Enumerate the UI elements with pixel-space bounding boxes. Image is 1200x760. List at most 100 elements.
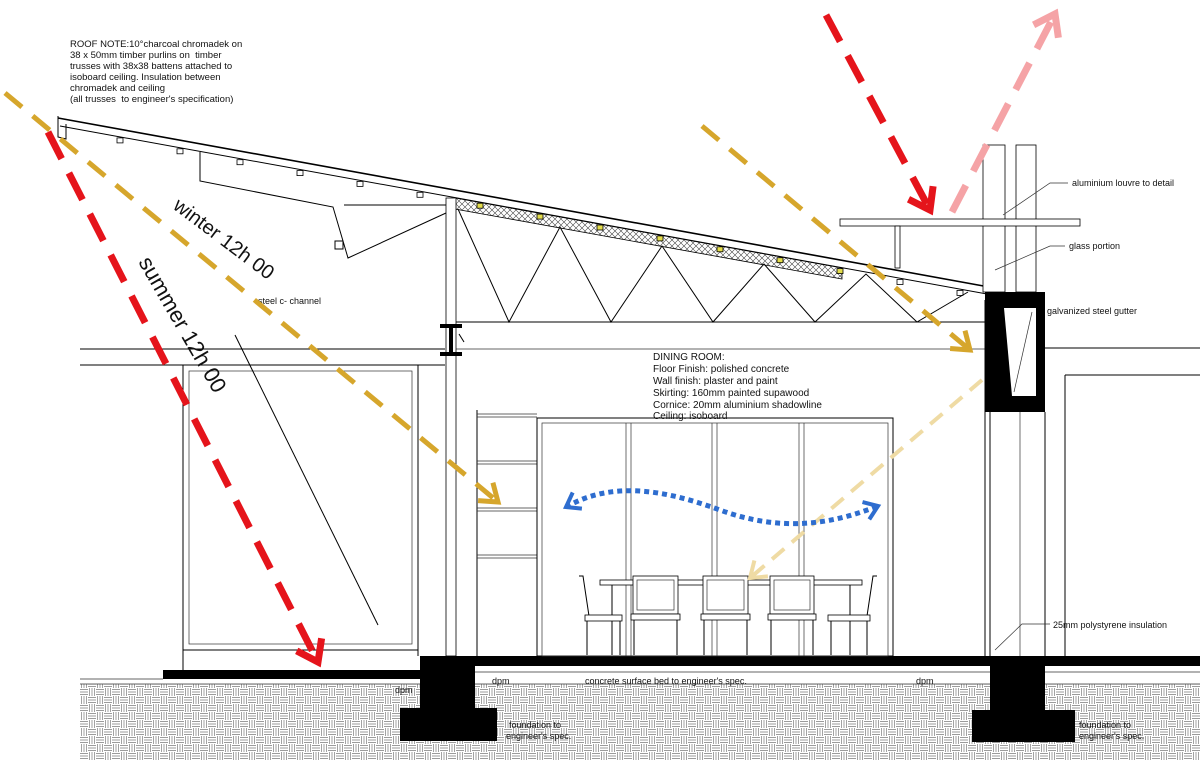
steel-column — [440, 197, 465, 657]
roof-note-line: trusses with 38x38 battens attached to — [70, 61, 232, 72]
insulation-leader — [994, 623, 1050, 651]
ground-and-foundations — [80, 656, 1200, 760]
chair-front — [630, 575, 681, 655]
foundation-labels: foundation to engineer's spec. foundatio… — [506, 720, 1144, 741]
roof-note-line: chromadek and ceiling — [70, 83, 165, 94]
chair-legs — [633, 620, 678, 655]
chair-side-right — [827, 575, 877, 655]
chair-back-inner — [773, 579, 811, 611]
louvre-support — [894, 225, 901, 269]
winter-sun-ray-left — [3, 91, 500, 504]
chair-back — [702, 575, 749, 615]
cross-ventilation-start-arrowhead — [563, 491, 583, 511]
purlin — [476, 202, 484, 209]
right-footing — [972, 710, 1075, 742]
chair-seat — [630, 613, 681, 621]
chromadek-sheet — [57, 117, 1001, 290]
foundation-label-right: engineer's spec. — [1079, 731, 1144, 741]
roof-note-line: (all trusses to engineer's specification… — [70, 94, 233, 105]
summer-sun-ray-top — [822, 13, 934, 212]
c-channel-web — [449, 328, 453, 352]
interior — [456, 300, 986, 657]
left-footing — [400, 708, 497, 741]
purlin — [776, 257, 784, 264]
chair-legs — [830, 621, 868, 655]
right-wall — [839, 144, 1081, 656]
dining-room-spec: DINING ROOM: Floor Finish: polished conc… — [653, 352, 822, 422]
roof-note: ROOF NOTE:10°charcoal chromadek on 38 x … — [70, 39, 242, 105]
louvre-leader — [1002, 182, 1068, 216]
chair-back-inner — [636, 579, 675, 611]
purlin — [596, 224, 604, 231]
chair-back — [769, 575, 815, 615]
chair-front — [767, 575, 817, 655]
column-post — [445, 197, 457, 657]
foundation-label-left: engineer's spec. — [506, 731, 571, 741]
c-channel-tick — [458, 333, 465, 343]
purlin — [176, 148, 184, 155]
door-mullions — [625, 423, 805, 656]
cross-ventilation-arrow — [564, 488, 879, 527]
chair-front — [700, 575, 751, 655]
shelving — [476, 410, 537, 656]
floor-slab — [420, 656, 1200, 666]
chair-seat — [584, 614, 623, 622]
right-background — [1045, 347, 1200, 656]
chair-seat — [827, 614, 871, 622]
purlin — [836, 268, 844, 275]
right-truss — [457, 208, 969, 324]
purlin — [236, 159, 244, 166]
roof-note-line: ROOF NOTE:10°charcoal chromadek on — [70, 39, 242, 50]
left-wall — [80, 334, 445, 670]
outgoing-heat-ray — [948, 12, 1059, 214]
purlin — [296, 170, 304, 177]
foundation-label-left: foundation to — [509, 720, 561, 730]
outgoing-heat-ray-arrowhead — [1032, 8, 1062, 39]
insulation-label: 25mm polystyrene insulation — [1053, 620, 1167, 630]
roof-note-line: isoboard ceiling. Insulation between — [70, 72, 221, 83]
chair-back — [866, 575, 877, 617]
chair-seat — [767, 613, 817, 621]
left-truss-webs — [199, 152, 447, 259]
floor-finish: Floor Finish: polished concrete — [653, 364, 790, 375]
dpm-label: dpm — [492, 676, 510, 686]
summer-sun-ray-arrowhead — [295, 637, 326, 668]
cornice-spec: Cornice: 20mm aluminium shadowline — [653, 400, 822, 411]
c-channel-bottom-flange — [440, 352, 462, 356]
floor-labels: dpm dpm concrete surface bed to engineer… — [395, 676, 934, 695]
purlin — [536, 213, 544, 220]
dpm-label: dpm — [916, 676, 934, 686]
roof-note-line: 38 x 50mm timber purlins on timber — [70, 50, 222, 61]
right-truss-webs — [457, 208, 969, 324]
steel-channel-label: steel c- channel — [258, 296, 321, 306]
louvre-post-outer — [982, 144, 1006, 293]
gutter-profile — [1013, 311, 1033, 393]
dpm-label: dpm — [395, 685, 413, 695]
left-truss — [199, 152, 447, 259]
chair-legs — [586, 621, 621, 655]
foundation-label-right: foundation to — [1079, 720, 1131, 730]
shelves — [477, 413, 537, 559]
purlin — [116, 137, 124, 144]
winter-sun-ray-right — [700, 124, 972, 352]
purlin — [896, 279, 904, 285]
left-window-glass — [188, 370, 413, 645]
summer-sun-ray-top-arrowhead — [906, 185, 937, 216]
ceiling-spec: Ceiling: isoboard — [653, 411, 728, 422]
diagonal-brace-line — [234, 334, 379, 626]
leader-lines — [994, 182, 1068, 651]
dining-room-title: DINING ROOM: — [653, 352, 725, 363]
glass-leader — [994, 245, 1065, 271]
winter-sun-ray-right-arrowhead — [949, 329, 974, 353]
chair-seat — [700, 613, 751, 621]
right-foundation-wall — [990, 656, 1045, 712]
purlin — [716, 246, 724, 253]
skirting-spec: Skirting: 160mm painted supawood — [653, 388, 809, 399]
wall-finish: Wall finish: plaster and paint — [653, 376, 778, 387]
surface-bed-label: concrete surface bed to engineer's spec. — [585, 676, 747, 686]
gutter-label: galvanized steel gutter — [1047, 306, 1137, 316]
purlin — [356, 180, 364, 187]
left-window-frame — [182, 364, 419, 651]
chair-legs — [770, 620, 814, 655]
